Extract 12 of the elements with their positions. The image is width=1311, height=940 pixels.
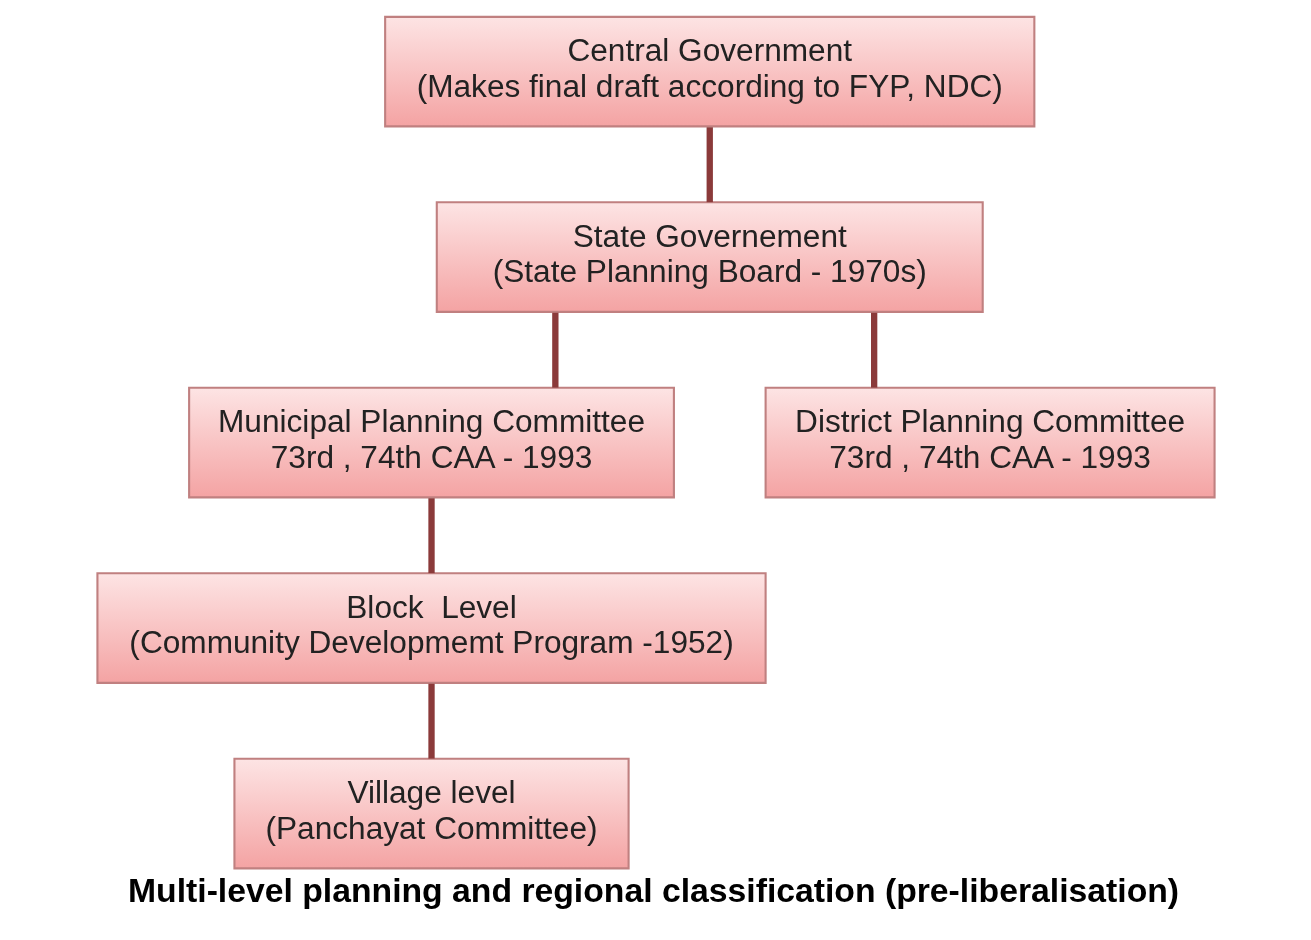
connector bbox=[427, 498, 435, 574]
connector bbox=[427, 683, 435, 759]
node-box: Central Government (Makes final draft according to FYP, NDC) bbox=[383, 15, 1035, 128]
caption: Multi-level planning and regional classification (pre-liberalisation) bbox=[127, 870, 1179, 909]
node-box: Block Level (Community Developmemt Program -1952) bbox=[95, 572, 767, 684]
connector bbox=[551, 312, 558, 388]
node-box: Municipal Planning Committee 73rd , 74th CAA - 1993 bbox=[187, 386, 675, 499]
node-box: Village level (Panchayat Committee) bbox=[232, 757, 630, 870]
node-box: District Planning Committee 73rd , 74th CAA - 1993 bbox=[764, 386, 1216, 499]
node-box: State Governement (State Planning Board - 1970s) bbox=[435, 201, 984, 313]
connector bbox=[706, 127, 713, 203]
connector bbox=[870, 312, 877, 388]
